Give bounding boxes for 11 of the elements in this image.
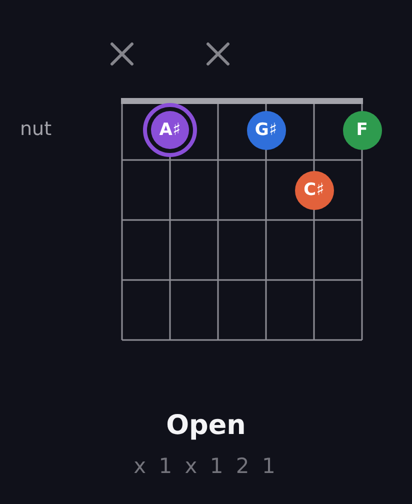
note-name: A♯ xyxy=(158,120,182,140)
note-name: G♯ xyxy=(254,120,278,140)
fingering-text: x 1 x 1 2 1 xyxy=(134,454,278,478)
root-note-dot xyxy=(143,103,197,157)
chord-title: Open xyxy=(166,410,246,441)
note-dot xyxy=(294,170,334,210)
note-name: F xyxy=(355,120,369,140)
note-name: C♯ xyxy=(302,180,326,200)
note-dot xyxy=(342,110,382,150)
note-dot xyxy=(246,110,286,150)
nut-label: nut xyxy=(20,118,52,140)
